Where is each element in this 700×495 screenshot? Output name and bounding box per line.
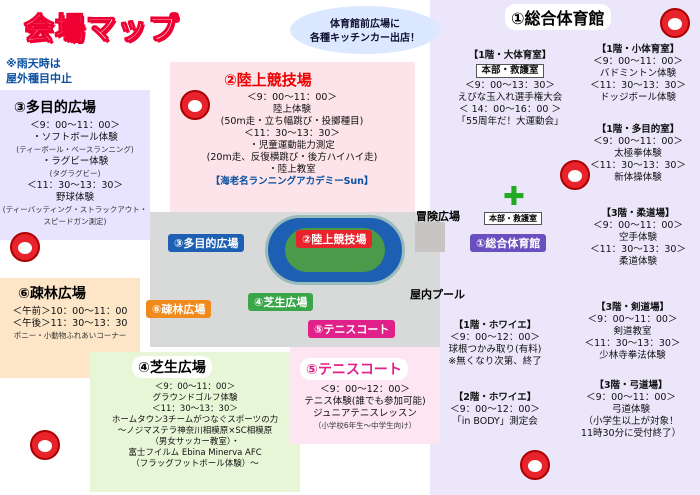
gym-floor3-judo: 【3階・柔道場】 ＜9：00～11：00＞ 空手体験 ＜11：30～13：30＞… (590, 208, 686, 267)
gym-floor1-small: 【1階・小体育室】 ＜9：00～11：00＞ バドミントン体験 ＜11：30～1… (590, 44, 686, 103)
map-label-lawn[interactable]: ④芝生広場 (248, 293, 314, 311)
track-panel (170, 62, 415, 212)
gym-floor3-archery: 【3階・弓道場】 ＜9：00～11：00＞ 弓道体験 （小学生以上が対象！ 11… (580, 380, 682, 439)
gym-building-icon (415, 222, 445, 252)
gym-floor1-hall: 【1階・ホワイエ】 ＜9：00～12：00＞ 球根つかみ取り(有料) ※無くなり… (448, 320, 542, 367)
gym-floor3-kendo: 【3階・剣道場】 ＜9：00～11：00＞ 剣道教室 ＜11：30～13：30＞… (584, 302, 681, 361)
track-details: ＜9：00～11：00＞ 陸上体験 (50m走・立ち幅跳び・投擲種目) ＜11：… (206, 92, 378, 187)
sparse-heading: ⑥疎林広場 (18, 286, 86, 302)
mascot-icon (520, 450, 550, 480)
map-label-pool: 屋内プール (410, 288, 465, 301)
tennis-heading: ⑤テニスコート (300, 358, 408, 380)
multi-panel (0, 90, 150, 240)
map-label-tennis[interactable]: ⑤テニスコート (308, 320, 396, 338)
multi-details: ＜9：00～11：00＞ ・ソフトボール体験 (ティーボール・ベースランニング)… (2, 120, 148, 226)
rain-note: ※雨天時は 屋外種目中止 (6, 57, 72, 85)
tennis-details: ＜9：00～12：00＞ テニス体験(誰でも参加可能) ジュニアテニスレッスン … (304, 384, 426, 430)
map-label-adventure: 冒険広場 (416, 210, 460, 223)
mascot-icon (30, 430, 60, 460)
gym-heading: ①総合体育館 (505, 4, 611, 30)
gym-floor1-main: 【1階・大体育室】 本部・救護室 ＜9：00～13：30＞ えびな玉入れ選手権大… (456, 50, 564, 127)
mascot-icon (660, 8, 690, 38)
map-label-hq: 本部・救護室 (484, 212, 542, 225)
mascot-icon (10, 232, 40, 262)
mascot-icon (180, 90, 210, 120)
page-title: 会場マップ (24, 12, 179, 48)
map-label-gym[interactable]: ①総合体育館 (470, 234, 547, 252)
map-label-multi[interactable]: ③多目的広場 (168, 234, 245, 252)
gym-floor2-hall: 【2階・ホワイエ】 ＜9：00～12：00＞ 「in BODY」測定会 (450, 392, 540, 427)
first-aid-cross-icon: ✚ (503, 182, 525, 212)
map-label-sparse[interactable]: ⑥疎林広場 (146, 300, 212, 318)
gym-floor1-multi: 【1階・多目的室】 ＜9：00～11：00＞ 太極拳体験 ＜11：30～13：3… (590, 124, 686, 183)
sparse-details: ＜午前＞10：00～11：00 ＜午後＞11：30～13：30 ポニー・小動物ふ… (12, 306, 128, 340)
mascot-icon (560, 160, 590, 190)
lawn-details: ＜9：00～11：00＞ グラウンドゴルフ体験 ＜11：30～13：30＞ ホー… (111, 382, 279, 469)
kitchen-note: 体育館前広場に 各種キッチンカー出店！ (290, 6, 440, 54)
lawn-heading: ④芝生広場 (132, 356, 212, 378)
map-label-track[interactable]: ②陸上競技場 (296, 230, 373, 248)
track-heading: ②陸上競技場 (224, 71, 312, 89)
multi-heading: ③多目的広場 (14, 100, 96, 116)
